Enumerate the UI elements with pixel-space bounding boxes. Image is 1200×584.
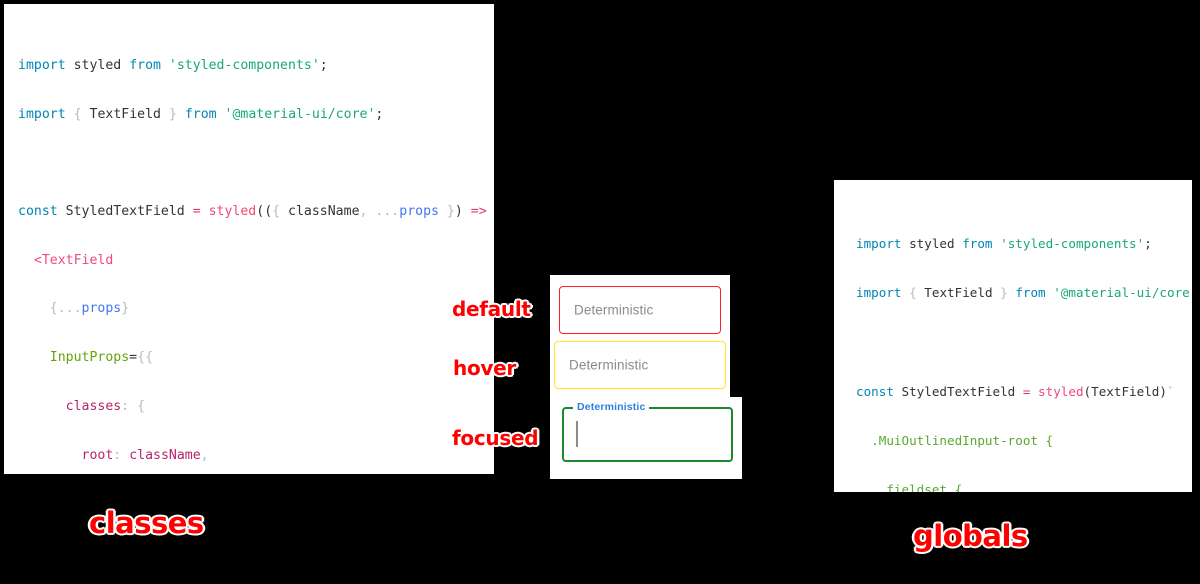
code-line: <TextField — [33, 252, 114, 268]
title-globals: globals — [913, 519, 1028, 553]
textfield-hover-value: Deterministic — [569, 357, 649, 373]
code-line: classes: { — [65, 398, 146, 414]
code-line: const StyledTextField = styled(TextField… — [856, 383, 1175, 399]
code-line: import styled from 'styled-components'; — [18, 58, 328, 73]
code-line: .MuiOutlinedInput-root { — [871, 432, 1054, 448]
code-line — [18, 154, 494, 173]
code-line: {...props} — [49, 301, 130, 317]
textfield-focused[interactable]: Deterministic — [562, 401, 733, 462]
code-panel-classes: import styled from 'styled-components'; … — [4, 4, 494, 474]
textfield-hover[interactable]: Deterministic — [554, 341, 726, 389]
textfield-demo-panel: Deterministic Deterministic Deterministi… — [550, 275, 742, 479]
callout-focused: focused — [452, 426, 539, 450]
code-line: root: className, — [81, 447, 209, 463]
text-caret — [576, 421, 578, 447]
code-line: import { TextField } from '@material-ui/… — [18, 106, 384, 122]
code-line: const StyledTextField = styled(({ classN… — [18, 204, 487, 220]
callout-hover: hover — [453, 356, 516, 380]
code-line: InputProps={{ — [49, 350, 154, 366]
code-panel-globals: import styled from 'styled-components'; … — [834, 180, 1192, 492]
code-line — [856, 332, 1192, 351]
code-line: fieldset { — [886, 481, 963, 492]
code-line: import styled from 'styled-components'; — [856, 236, 1152, 251]
code-line: import { TextField } from '@material-ui/… — [856, 285, 1192, 301]
title-classes: classes — [89, 506, 204, 540]
callout-default: default — [452, 297, 531, 321]
textfield-focused-legend: Deterministic — [573, 401, 650, 413]
textfield-default-value: Deterministic — [574, 302, 654, 318]
textfield-default[interactable]: Deterministic — [559, 286, 721, 334]
